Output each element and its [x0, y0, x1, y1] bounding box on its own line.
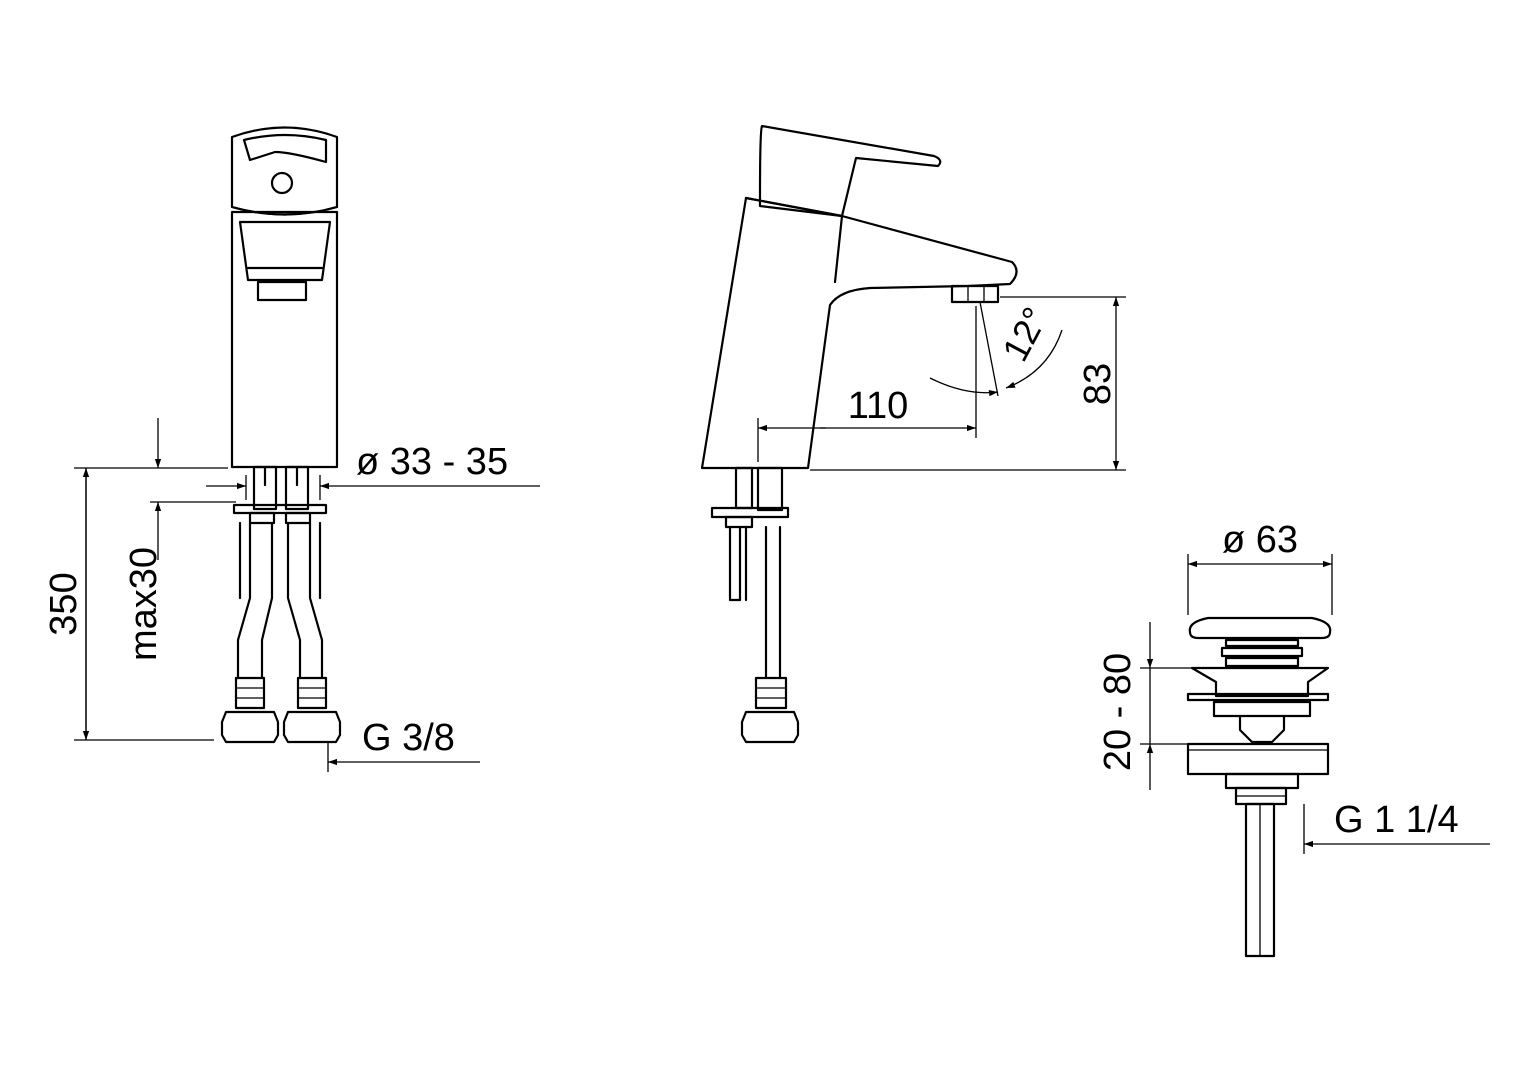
side-view-dimensions: 110 83 12°: [757, 296, 1126, 471]
dim-angle-12: 12°: [994, 300, 1056, 367]
dim-waste-stroke: 20 - 80: [1097, 653, 1139, 771]
dim-waste-diameter: ø 63: [1222, 519, 1298, 561]
waste-valve: [1186, 616, 1332, 958]
dim-hole-diameter: ø 33 - 35: [356, 441, 508, 483]
side-view-faucet: [700, 124, 1018, 744]
dim-projection-110: 110: [848, 385, 909, 427]
front-view-dimensions: 350 max30 ø 33 - 35 G 3/8: [43, 418, 540, 772]
dim-waste-thread: G 1 1/4: [1334, 799, 1459, 841]
dim-max-thickness: max30: [123, 547, 165, 661]
dim-height-350: 350: [43, 572, 85, 635]
dim-connection-thread: G 3/8: [362, 717, 455, 759]
front-view-faucet: [220, 126, 342, 744]
waste-valve-dimensions: ø 63 20 - 80 G 1 1/4: [1097, 519, 1490, 854]
dim-spout-height-83: 83: [1077, 363, 1119, 405]
